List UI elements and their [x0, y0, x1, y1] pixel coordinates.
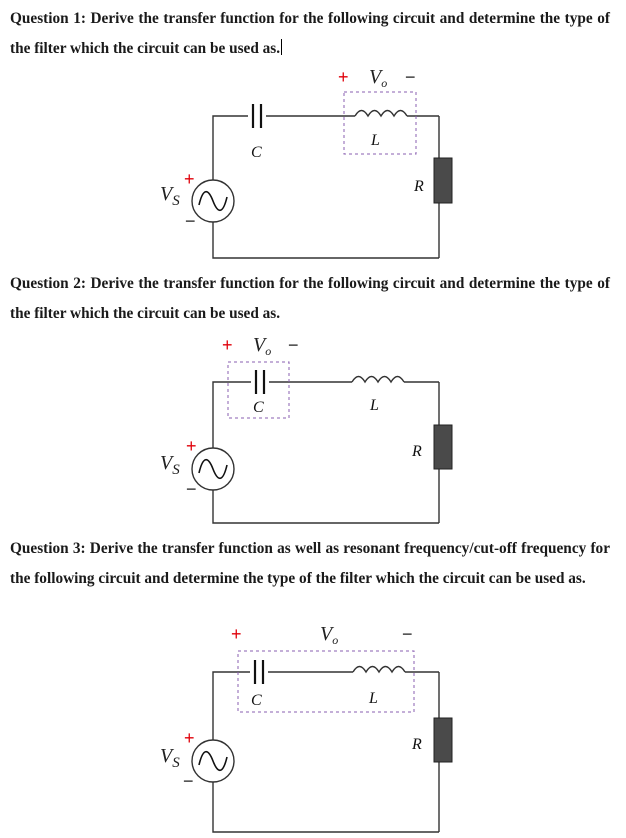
- source-1-label: VS: [160, 183, 180, 209]
- resistor-1: [433, 157, 453, 204]
- output-box-2: [227, 361, 290, 419]
- resistor-3-label: R: [411, 736, 422, 753]
- source-3-plus: +: [184, 728, 195, 748]
- output-2-label: Vo: [253, 334, 271, 358]
- output-2-plus: +: [222, 335, 233, 355]
- resistor-1-label: R: [413, 178, 424, 195]
- capacitor-1-label: C: [251, 144, 262, 161]
- source-2-minus: −: [186, 479, 197, 499]
- question-1-text: Question 1: Derive the transfer function…: [10, 10, 610, 57]
- output-box-1: [343, 91, 417, 155]
- source-3-minus: −: [183, 771, 194, 791]
- sine-wave-icon: [198, 750, 228, 772]
- circuit-1-diagram: C L + Vo − R + − VS: [160, 66, 453, 259]
- output-box-3: [237, 650, 415, 713]
- resistor-2: [433, 424, 453, 470]
- resistor-2-label: R: [411, 443, 422, 460]
- capacitor-1: [251, 104, 263, 128]
- sine-wave-icon: [198, 458, 228, 480]
- source-3-label: VS: [160, 745, 180, 771]
- inductor-1: [354, 109, 408, 118]
- capacitor-2-label: C: [253, 399, 264, 416]
- source-2-plus: +: [186, 436, 197, 456]
- text-cursor: [281, 39, 283, 55]
- capacitor-2: [254, 370, 266, 394]
- output-3-minus: −: [402, 624, 413, 644]
- output-3-label: Vo: [320, 623, 338, 647]
- source-1-minus: −: [185, 211, 196, 231]
- circuit-2-diagram: C + Vo − L R + − VS: [160, 334, 453, 524]
- inductor-3: [352, 665, 406, 674]
- inductor-2: [351, 375, 405, 384]
- capacitor-3-label: C: [251, 692, 262, 709]
- inductor-2-label: L: [369, 397, 379, 414]
- circuit-2-wires: [212, 381, 440, 524]
- output-1-minus: −: [405, 67, 416, 87]
- output-1-label: Vo: [369, 66, 387, 90]
- question-3-text: Question 3: Derive the transfer function…: [10, 540, 610, 587]
- sine-wave-icon: [198, 190, 228, 212]
- circuit-3-diagram: C L + Vo − R + − VS: [160, 623, 453, 833]
- resistor-3: [433, 717, 453, 763]
- circuit-1-wires: [212, 115, 440, 259]
- source-2-label: VS: [160, 452, 180, 478]
- circuit-3-wires: [212, 671, 440, 833]
- inductor-3-label: L: [368, 690, 378, 707]
- source-1-plus: +: [184, 169, 195, 189]
- question-2-text: Question 2: Derive the transfer function…: [10, 275, 610, 322]
- output-2-minus: −: [288, 335, 299, 355]
- capacitor-3: [253, 660, 265, 684]
- output-1-plus: +: [338, 67, 349, 87]
- inductor-1-label: L: [370, 132, 380, 149]
- output-3-plus: +: [231, 624, 242, 644]
